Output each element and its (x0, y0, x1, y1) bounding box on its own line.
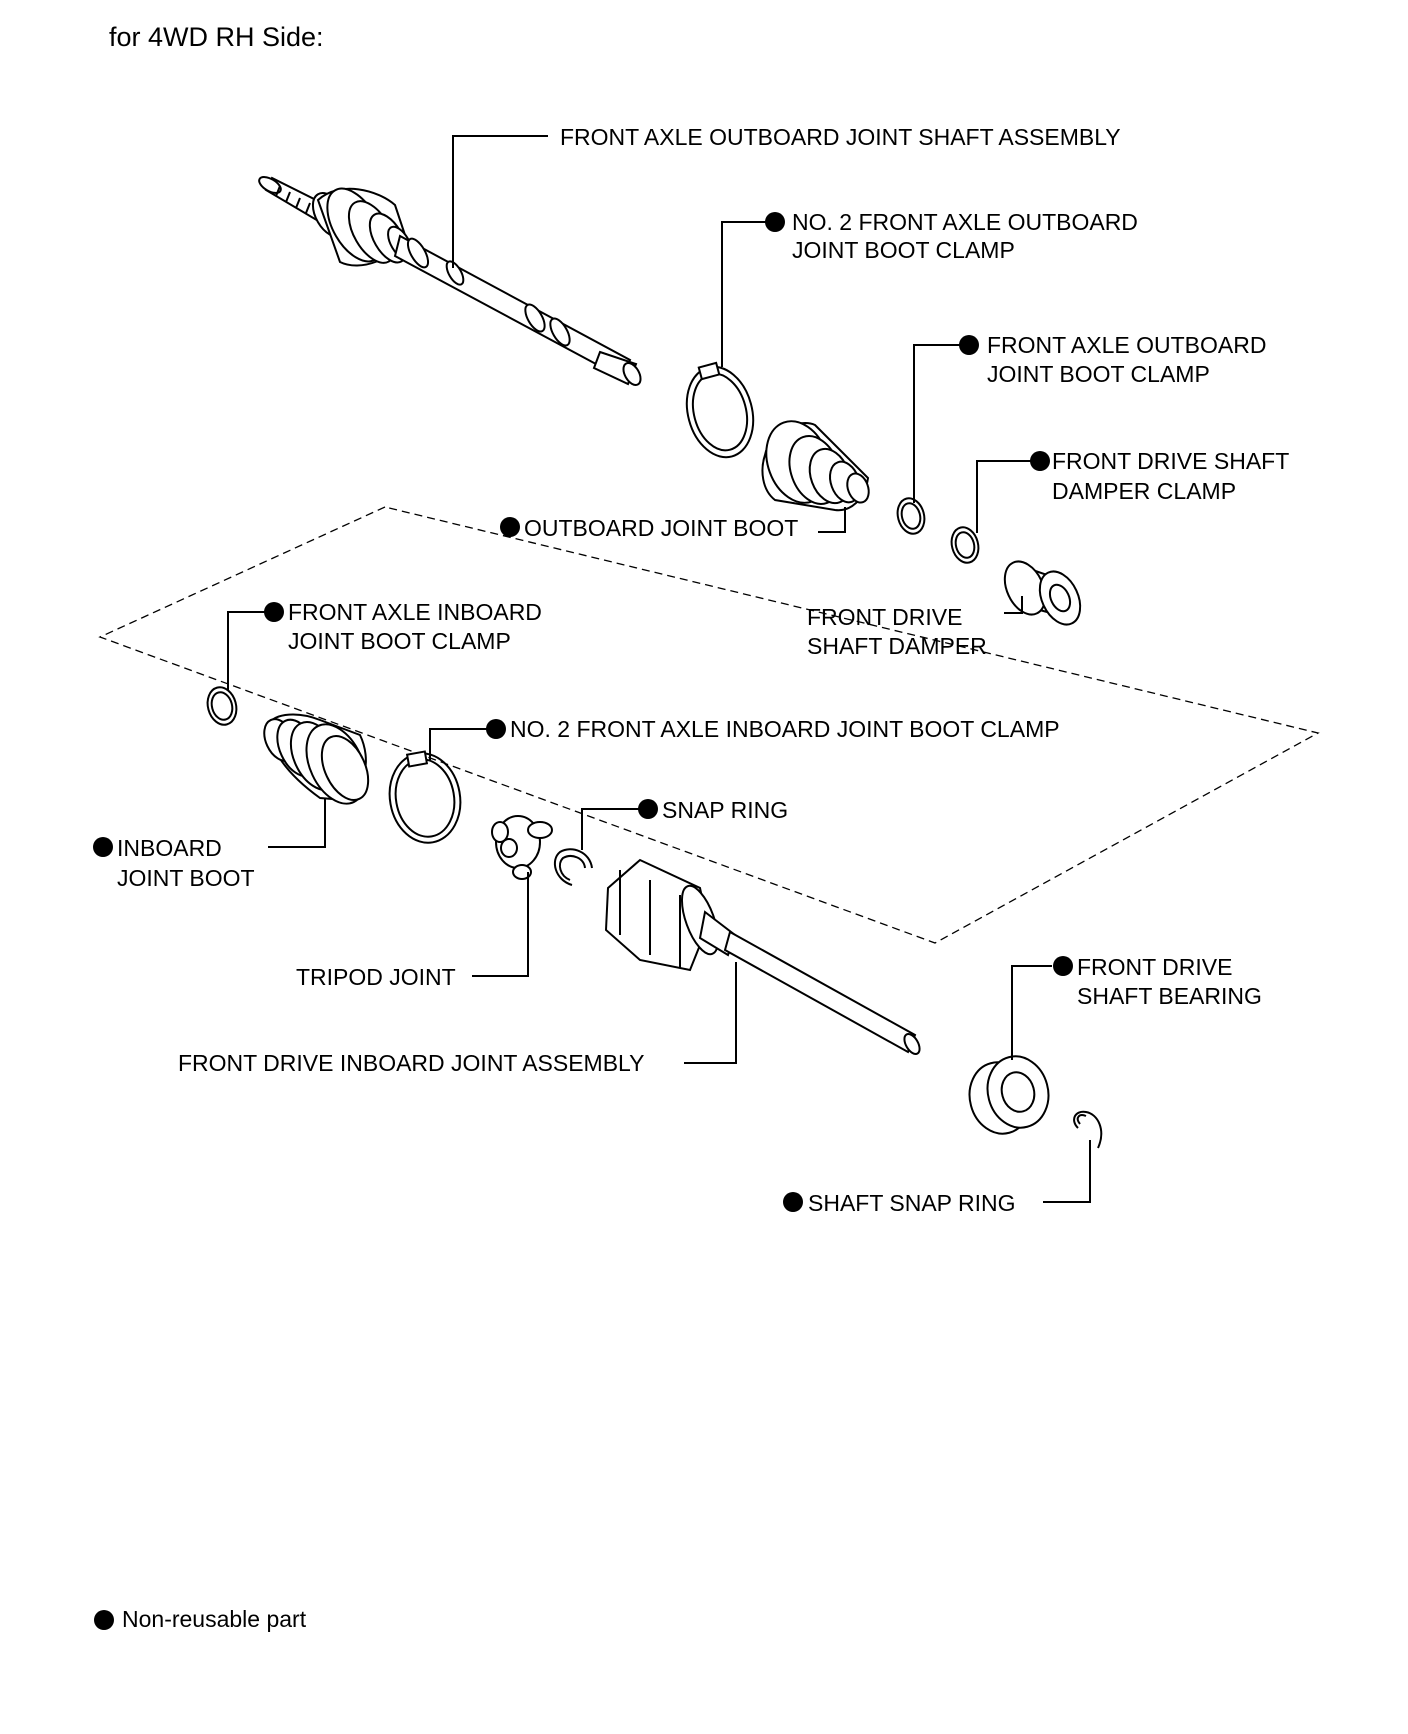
dashed-boundary (98, 506, 1320, 944)
damper-clamp-shape (950, 526, 980, 564)
inboard-boot-shape (263, 713, 370, 805)
legend-text: Non-reusable part (122, 1606, 307, 1632)
label-shaft-snap-ring-line-1: SHAFT SNAP RING (808, 1190, 1015, 1216)
non-reusable-marker (94, 1609, 114, 1630)
label-no2-outboard-clamp: NO. 2 FRONT AXLE OUTBOARD JOINT BOOT CLA… (765, 209, 1138, 263)
outboard-boot-shape (761, 420, 870, 512)
non-reusable-marker (500, 517, 520, 537)
leader-outboard-clamp (913, 344, 966, 503)
label-outboard-clamp-line-1: FRONT AXLE OUTBOARD (987, 332, 1266, 358)
label-outboard-clamp: FRONT AXLE OUTBOARD JOINT BOOT CLAMP (959, 332, 1266, 387)
label-damper-clamp-line-2: DAMPER CLAMP (1052, 478, 1236, 504)
non-reusable-marker (1053, 956, 1073, 976)
outboard-clamp-shape (896, 497, 926, 535)
leader-outboard-boot (818, 507, 846, 533)
legend: Non-reusable part (94, 1606, 306, 1633)
label-outboard-shaft-line-1: FRONT AXLE OUTBOARD JOINT SHAFT ASSEMBLY (560, 124, 1121, 150)
non-reusable-marker (1030, 451, 1050, 471)
label-outboard-clamp-line-2: JOINT BOOT CLAMP (987, 361, 1210, 387)
label-no2-inboard-clamp: NO. 2 FRONT AXLE INBOARD JOINT BOOT CLAM… (486, 716, 1060, 742)
non-reusable-marker (959, 335, 979, 355)
label-bearing-line-2: SHAFT BEARING (1077, 983, 1262, 1009)
leader-bearing (1011, 965, 1052, 1060)
inboard-clamp-shape (206, 686, 238, 726)
label-inboard-clamp: FRONT AXLE INBOARD JOINT BOOT CLAMP (264, 599, 542, 654)
label-no2-outboard-clamp-line-2: JOINT BOOT CLAMP (792, 237, 1015, 263)
label-damper-clamp-line-1: FRONT DRIVE SHAFT (1052, 448, 1289, 474)
non-reusable-marker (783, 1192, 803, 1212)
non-reusable-marker (765, 212, 785, 232)
no2-outboard-clamp-shape (685, 361, 755, 459)
non-reusable-marker (486, 719, 506, 739)
label-outboard-boot: OUTBOARD JOINT BOOT (500, 515, 798, 541)
outboard-shaft-assembly (258, 176, 642, 386)
label-outboard-shaft: FRONT AXLE OUTBOARD JOINT SHAFT ASSEMBLY (560, 124, 1121, 150)
label-tripod-line-1: TRIPOD JOINT (296, 964, 456, 990)
leader-inboard-boot (268, 798, 326, 848)
label-snap-ring: SNAP RING (638, 797, 788, 823)
leader-inboard-joint (684, 962, 737, 1064)
label-inboard-joint-line-1: FRONT DRIVE INBOARD JOINT ASSEMBLY (178, 1050, 644, 1076)
leader-shaft-snap-ring (1043, 1140, 1091, 1203)
label-bearing-line-1: FRONT DRIVE (1077, 954, 1232, 980)
inboard-joint-shape (604, 858, 921, 1055)
leader-inboard-clamp (227, 611, 268, 690)
leader-tripod (472, 872, 529, 977)
leader-lines (227, 135, 1091, 1203)
leader-no2-inboard-clamp (429, 728, 488, 760)
label-inboard-joint: FRONT DRIVE INBOARD JOINT ASSEMBLY (178, 1050, 644, 1076)
callout-labels: FRONT AXLE OUTBOARD JOINT SHAFT ASSEMBLY… (93, 124, 1289, 1216)
bearing-shape (968, 1055, 1050, 1135)
label-tripod: TRIPOD JOINT (296, 964, 456, 990)
leader-damper-clamp (976, 460, 1032, 533)
label-no2-inboard-clamp-line-1: NO. 2 FRONT AXLE INBOARD JOINT BOOT CLAM… (510, 716, 1060, 742)
label-damper: FRONT DRIVE SHAFT DAMPER (807, 604, 987, 659)
label-damper-clamp: FRONT DRIVE SHAFT DAMPER CLAMP (1030, 448, 1289, 504)
non-reusable-marker (264, 602, 284, 622)
leader-snap-ring (581, 808, 643, 850)
leader-outboard-shaft (452, 135, 548, 268)
label-inboard-boot-line-2: JOINT BOOT (117, 865, 255, 891)
leader-damper (1004, 596, 1023, 614)
leader-no2-outboard-clamp (721, 221, 772, 367)
no2-inboard-clamp-shape (388, 750, 462, 844)
label-inboard-boot: INBOARD JOINT BOOT (93, 835, 255, 891)
label-inboard-boot-line-1: INBOARD (117, 835, 222, 861)
snap-ring-shape (553, 848, 593, 886)
label-shaft-snap-ring: SHAFT SNAP RING (783, 1190, 1015, 1216)
label-bearing: FRONT DRIVE SHAFT BEARING (1053, 954, 1262, 1009)
label-damper-line-2: SHAFT DAMPER (807, 633, 987, 659)
non-reusable-marker (93, 837, 113, 857)
damper-shape (1003, 560, 1082, 626)
label-inboard-clamp-line-2: JOINT BOOT CLAMP (288, 628, 511, 654)
shaft-snap-ring-shape (1073, 1110, 1103, 1149)
label-no2-outboard-clamp-line-1: NO. 2 FRONT AXLE OUTBOARD (792, 209, 1138, 235)
non-reusable-marker (638, 799, 658, 819)
label-outboard-boot-line-1: OUTBOARD JOINT BOOT (524, 515, 798, 541)
tripod-shape (491, 815, 553, 880)
page-title: for 4WD RH Side: (109, 22, 324, 52)
label-damper-line-1: FRONT DRIVE (807, 604, 962, 630)
label-inboard-clamp-line-1: FRONT AXLE INBOARD (288, 599, 542, 625)
label-snap-ring-line-1: SNAP RING (662, 797, 788, 823)
